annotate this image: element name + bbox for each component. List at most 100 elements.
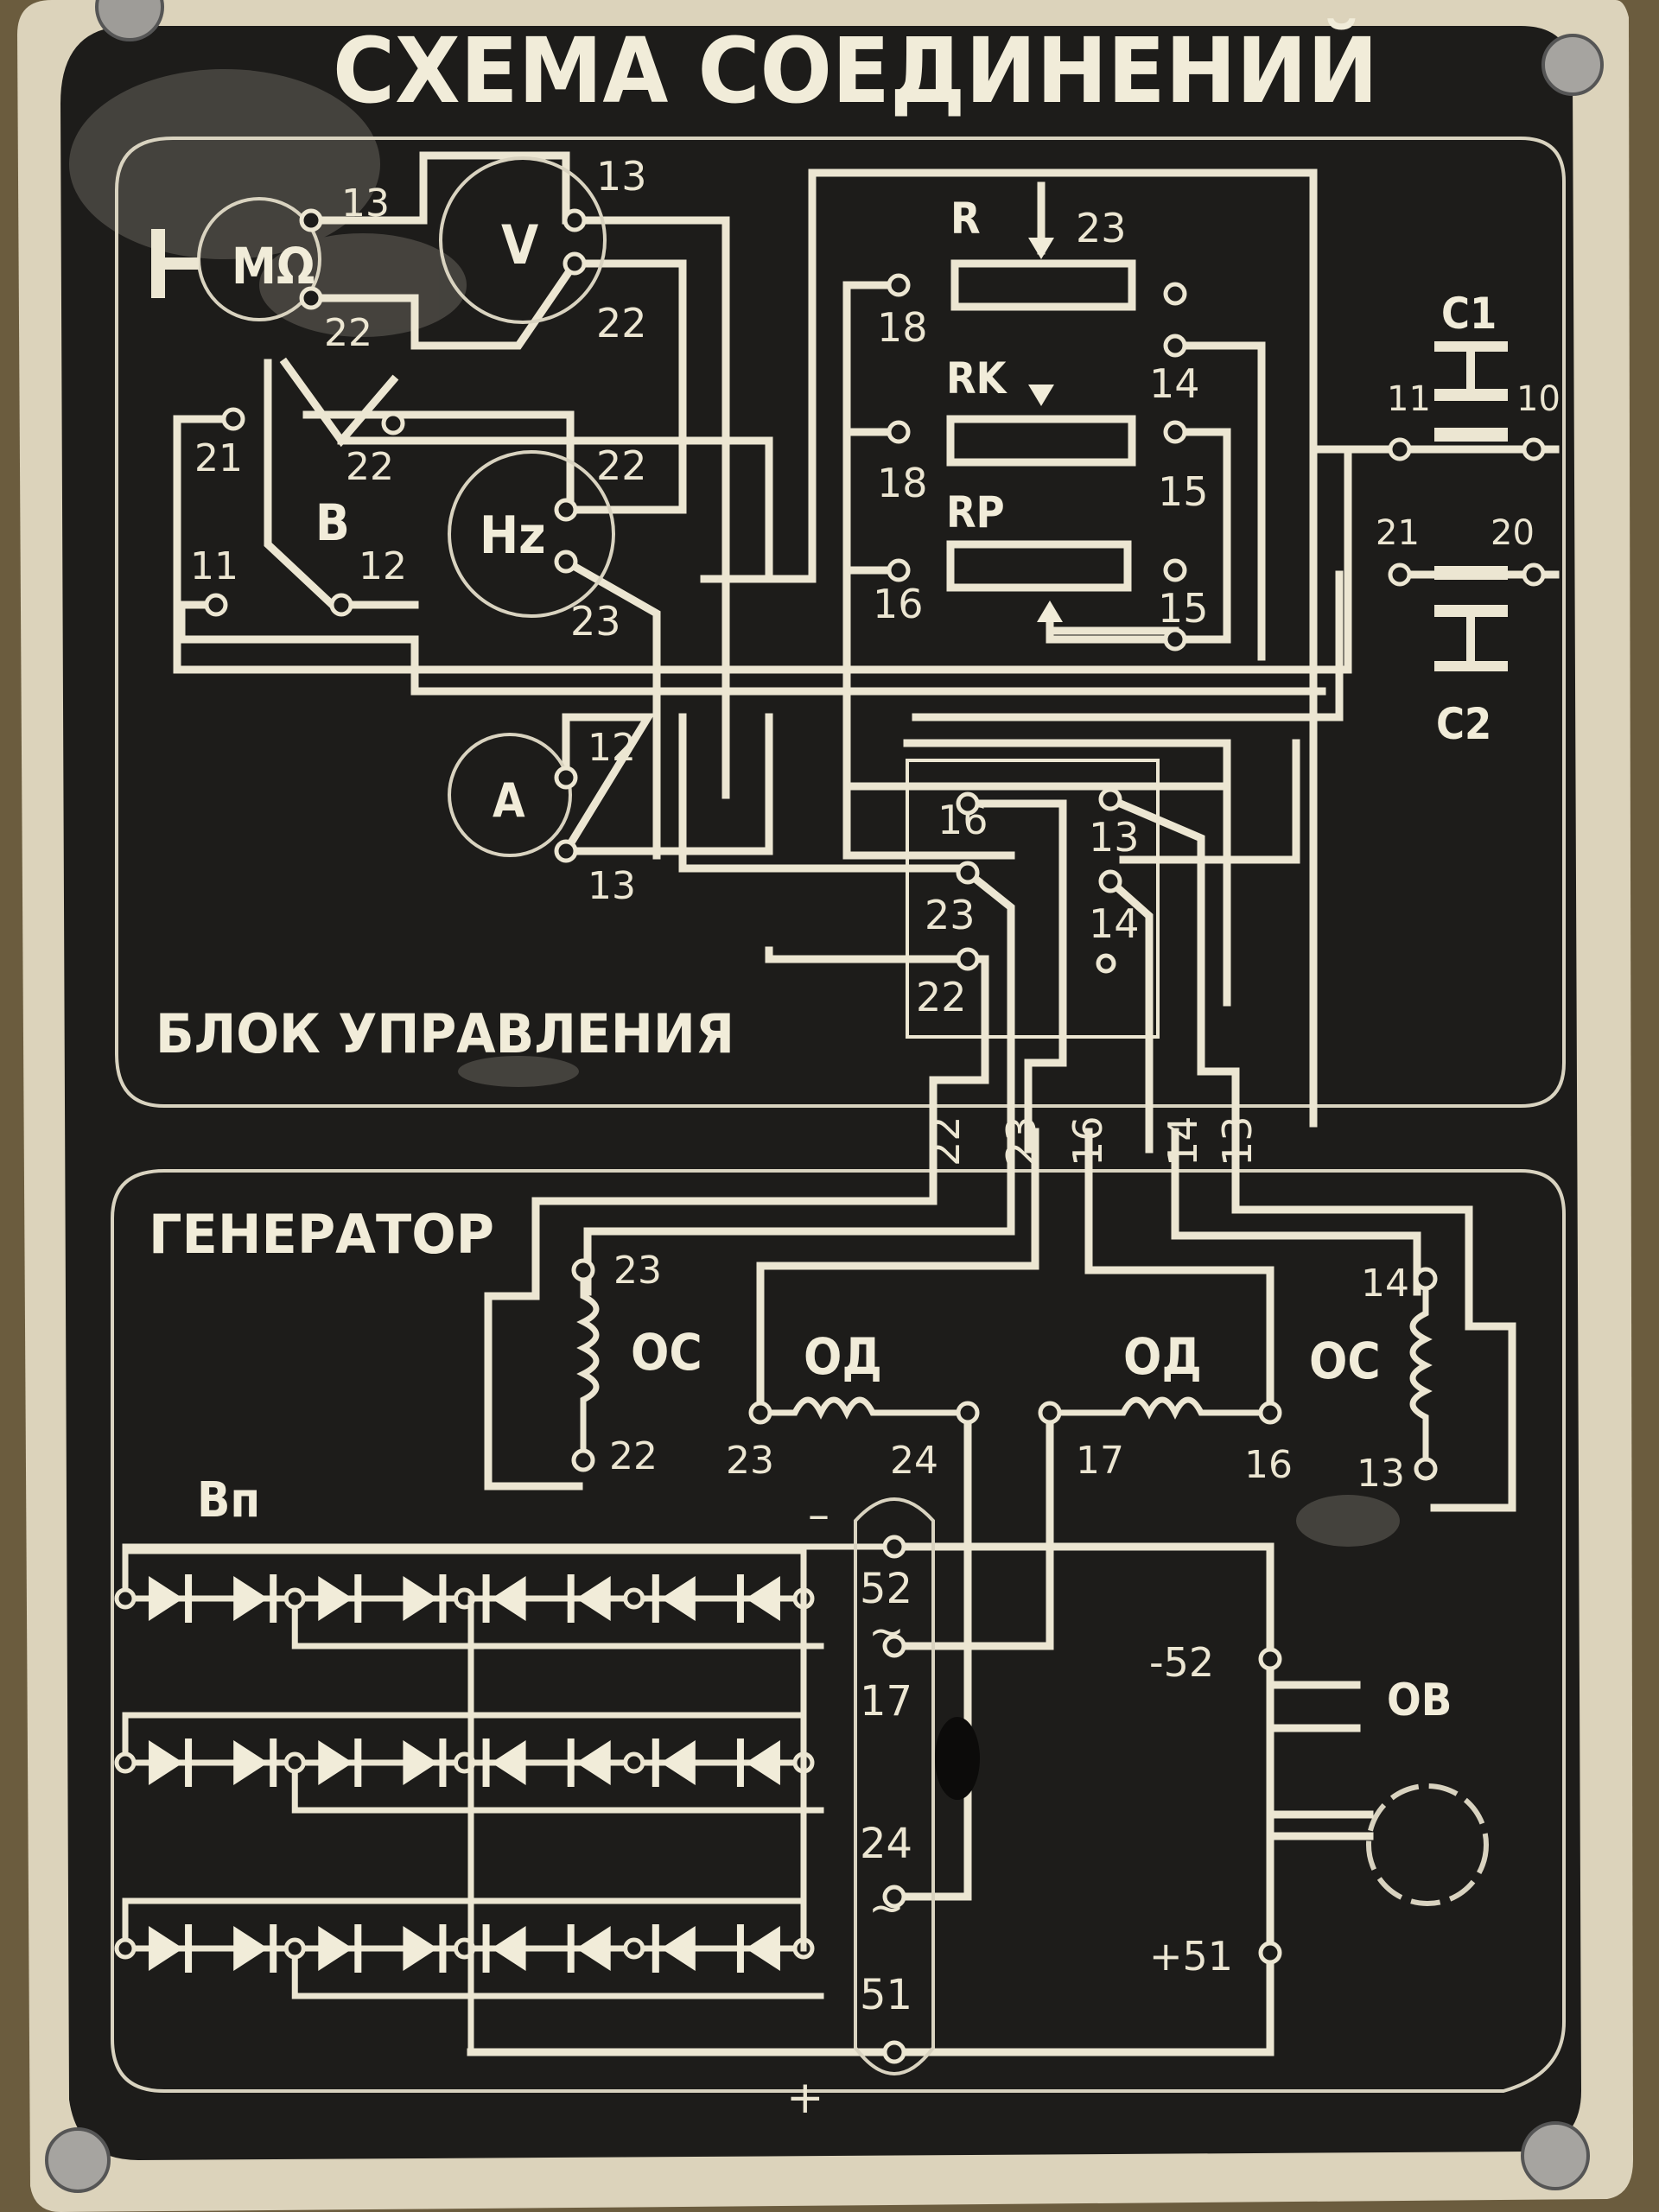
diode-bar <box>185 1574 193 1623</box>
instrument-megohmmeter: MΩ 13 22 <box>151 181 390 355</box>
switch-terminal-21: 21 <box>194 436 243 480</box>
winding-os-left-terminal-23: 23 <box>613 1249 662 1293</box>
resistor-r-terminal-18: 18 <box>877 304 928 351</box>
terminal-dot <box>1258 1401 1282 1425</box>
winding-os-right-terminal-13: 13 <box>1357 1452 1405 1496</box>
junction-dot <box>283 1751 306 1774</box>
junction-dot <box>623 1587 645 1610</box>
excitation-terminal-plus51: +51 <box>1149 1933 1233 1980</box>
terminal-dot <box>1414 1457 1438 1481</box>
plate-face <box>60 26 1581 2160</box>
contactor-c2-terminal-20: 20 <box>1491 513 1535 553</box>
diode-icon <box>318 1926 353 1971</box>
winding-os-right-terminal-14: 14 <box>1361 1262 1409 1306</box>
voltmeter-terminal-22: 22 <box>596 300 647 346</box>
resistor-rk-terminal-15: 15 <box>1158 468 1209 515</box>
instrument-frequency-meter: Hz 22 23 <box>448 442 647 645</box>
terminal-dot <box>1163 282 1187 306</box>
diode-icon <box>491 1576 526 1621</box>
diode-icon <box>491 1926 526 1971</box>
resistor-rp-terminal-16: 16 <box>873 581 924 627</box>
weathering-stains <box>69 69 1400 1547</box>
terminal-dots <box>204 208 1546 2064</box>
control-wiring <box>173 151 1560 1154</box>
diode-icon <box>403 1740 438 1785</box>
tb-22: 22 <box>916 974 967 1020</box>
terminal-dot <box>1098 869 1122 893</box>
terminal-dot <box>956 1401 980 1425</box>
screw-top-left <box>95 0 164 41</box>
strip-label-17: 17 <box>860 1677 912 1726</box>
diode-bar <box>736 1574 744 1623</box>
frequency-meter-terminal-23: 23 <box>570 598 621 645</box>
diode-bar <box>652 1924 659 1973</box>
diode-bar <box>439 1924 447 1973</box>
instrument-voltmeter: V 13 22 <box>439 153 647 346</box>
winding-os-right-symbol: ОС <box>1309 1332 1381 1390</box>
terminal-dot <box>1163 558 1187 582</box>
terminal-dot <box>554 839 578 863</box>
winding-od-left: ОД 23 24 <box>726 1327 971 1483</box>
diode-bar <box>482 1574 490 1623</box>
diode-icon <box>318 1576 353 1621</box>
diode-icon <box>660 1740 696 1785</box>
switch-b: B 21 22 11 12 <box>190 436 407 588</box>
terminal-dot <box>882 1634 906 1658</box>
generator-outline <box>111 1169 1566 2093</box>
strip-plus: + <box>786 2072 824 2124</box>
terminal-dot <box>299 208 323 232</box>
junction-dot <box>623 1937 645 1960</box>
diode-icon <box>403 1926 438 1971</box>
terminal-dot <box>1163 627 1187 652</box>
terminal-dot <box>221 407 245 431</box>
diode-icon <box>660 1576 696 1621</box>
strip-label-52: 52 <box>860 1565 912 1613</box>
terminal-dot <box>554 550 578 574</box>
resistor-r-symbol: R <box>950 194 981 244</box>
contactor-c1-terminal-10: 10 <box>1516 379 1560 419</box>
terminal-dot <box>1414 1267 1438 1291</box>
excitation-symbol: ОВ <box>1387 1675 1452 1726</box>
mounting-screws <box>45 0 1604 2193</box>
switch-terminal-11: 11 <box>190 544 238 588</box>
output-14: 14 <box>1160 1116 1206 1166</box>
terminal-strip: – + 52 ~ 17 24 ~ 51 <box>786 1490 980 2124</box>
diode-icon <box>745 1740 780 1785</box>
tb-13: 13 <box>1089 814 1140 861</box>
diode-icon <box>575 1740 611 1785</box>
rectifier-symbol: Вп <box>197 1472 260 1529</box>
diode-icon <box>149 1576 184 1621</box>
terminal-dot <box>1163 334 1187 358</box>
resistor-rp-symbol: RP <box>946 487 1005 537</box>
diode-bar <box>482 1924 490 1973</box>
terminal-dot <box>554 766 578 790</box>
diode-bar <box>185 1738 193 1787</box>
strip-minus: – <box>808 1490 830 1540</box>
terminal-dot <box>1388 437 1412 461</box>
diode-icon <box>575 1926 611 1971</box>
diode-bar <box>439 1738 447 1787</box>
terminal-dot <box>571 1448 595 1472</box>
terminal-dot <box>1522 437 1546 461</box>
control-block-label: БЛОК УПРАВЛЕНИЯ <box>156 1002 734 1065</box>
diode-bar <box>567 1574 575 1623</box>
junction-dot <box>283 1587 306 1610</box>
terminal-dot <box>956 861 980 885</box>
diode-bar <box>354 1738 362 1787</box>
rectifier-row <box>114 1897 824 1999</box>
resistor-rp: RP 16 15 15 <box>873 487 1209 644</box>
resistor-rk-terminal-18: 18 <box>877 460 928 506</box>
diode-icon <box>149 1926 184 1971</box>
screw-top-right <box>1541 34 1604 96</box>
contactor-c1: C1 11 10 <box>1387 289 1560 442</box>
terminal-dot <box>1522 563 1546 587</box>
diode-bar <box>270 1574 277 1623</box>
contactor-c2: C2 21 20 <box>1376 513 1535 749</box>
diode-bar <box>354 1924 362 1973</box>
terminal-dot <box>1163 420 1187 444</box>
screw-bottom-right <box>1521 2121 1590 2190</box>
megohmmeter-terminal-22: 22 <box>324 311 372 355</box>
resistor-rk-terminal-14: 14 <box>1149 360 1200 407</box>
voltmeter-terminal-13: 13 <box>596 153 647 200</box>
